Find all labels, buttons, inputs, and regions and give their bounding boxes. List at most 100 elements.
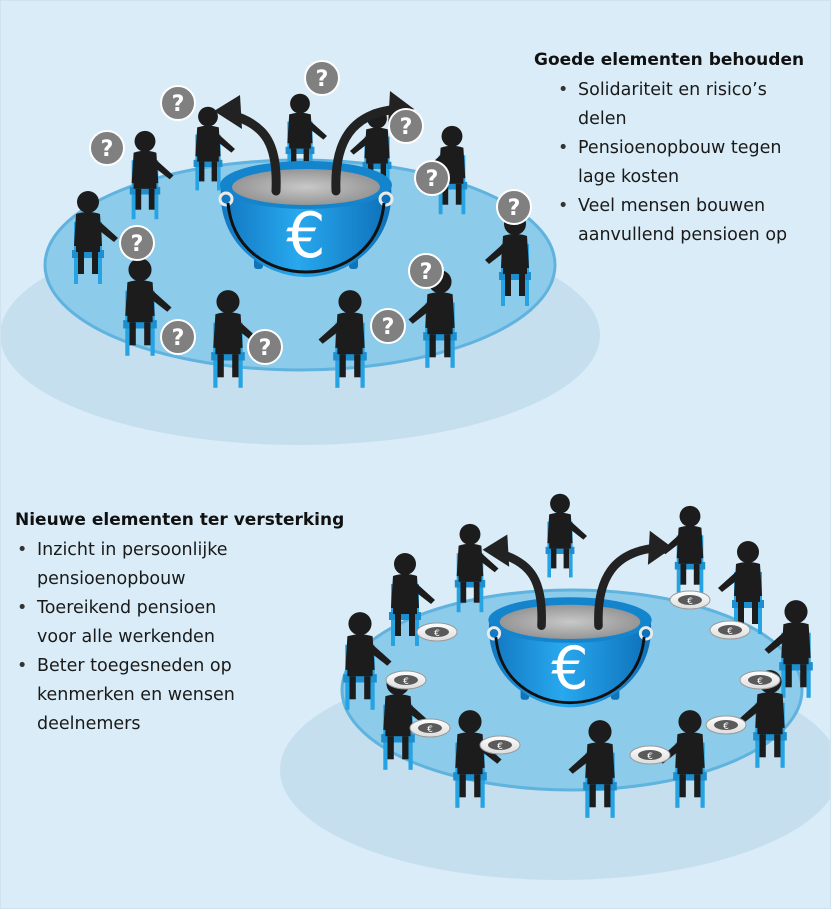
question-mark: ? [172,92,185,117]
money-pot: € [214,91,414,277]
plate-euro: € [723,722,729,732]
person-figure [661,505,704,585]
arrow-shaft [495,549,546,630]
list-item-line: Beter toegesneden op [37,656,232,676]
plate-euro: € [497,742,503,752]
question-bubble: ? [304,60,340,96]
question-bubble: ? [370,308,406,344]
arrow-shaft [331,104,403,196]
plate: € [669,590,711,610]
bottom-bullet-list: Inzicht in persoonlijke pensioenopbouw To… [15,536,315,739]
plate: € [629,745,671,765]
person-figure [547,493,587,569]
top-bullet-list: Solidariteit en risico’s delen Pensioenop… [556,76,824,250]
list-item-line: Solidariteit en risico’s [578,80,767,100]
plate-euro: € [403,677,409,687]
question-mark: ? [101,137,114,162]
person-figure [455,710,502,798]
top-heading: Goede elementen behouden [534,50,805,70]
plate: € [705,715,747,735]
plate-euro: € [427,725,433,735]
list-item-line: Pensioenopbouw tegen [578,138,782,158]
pot-inner [232,169,380,205]
question-bubble: ? [408,253,444,289]
handle-ring [378,191,394,207]
list-item-line: lage kosten [578,167,680,187]
list-item-line: voor alle werkenden [37,627,215,647]
question-bubble: ? [414,160,450,196]
list-item-line: pensioenopbouw [37,569,186,589]
bottom-scene: € € € € € € € € € € [280,493,831,880]
plate: € [479,735,521,755]
list-item: Inzicht in persoonlijke pensioenopbouw [15,536,315,594]
list-item: Solidariteit en risico’s delen [556,76,824,134]
money-pot: € [482,530,673,708]
question-bubble: ? [388,108,424,144]
top-scene: € ??????????? [0,60,600,445]
person-figure [125,258,172,346]
person-figure [764,600,811,688]
pot-body [488,620,652,708]
plates: € € € € € € € € € [385,590,781,765]
list-item-line: aanvullend pensioen op [578,225,788,245]
top-text-block: Goede elementen behouden Solidariteit en… [534,50,824,250]
plate-euro: € [434,629,440,639]
list-item-line: Toereikend pensioen [37,598,217,618]
euro-symbol: € [286,199,325,272]
people-group [72,93,531,388]
plate: € [709,620,751,640]
person-figure [345,612,392,700]
people-group [343,493,813,818]
euro-symbol: € [551,633,588,702]
list-item-line: deelnemers [37,714,141,734]
arrow-head [214,95,242,129]
list-item-line: Inzicht in persoonlijke [37,540,228,560]
pot: € [214,91,414,277]
handle-ring [638,626,654,641]
list-item: Pensioenopbouw tegen lage kosten [556,134,824,192]
person-figure [131,130,174,210]
list-item-line: Veel mensen bouwen [578,196,766,216]
handle-ring [218,191,234,207]
question-mark: ? [420,260,433,285]
question-bubble: ? [160,319,196,355]
plate: € [385,670,427,690]
person-figure [718,541,762,624]
question-bubble: ? [160,85,196,121]
question-mark: ? [426,167,439,192]
plate-euro: € [647,752,653,762]
question-mark: ? [316,67,329,92]
pot-body [220,185,392,277]
arrow-head [647,530,673,565]
plate-euro: € [757,677,763,687]
question-mark: ? [172,326,185,351]
list-item-line: kenmerken en wensen [37,685,235,705]
person-figure [318,290,365,378]
question-mark: ? [400,115,413,140]
person-figure [287,93,327,169]
question-bubble: ? [119,225,155,261]
person-figure [195,106,235,182]
pot-handle [226,202,386,274]
plate: € [409,718,451,738]
person-figure [568,720,615,808]
question-mark: ? [508,196,521,221]
list-item: Toereikend pensioen voor alle werkenden [15,594,315,652]
question-mark: ? [131,232,144,257]
pot-inner [499,604,641,639]
plate-euro: € [727,627,733,637]
list-item-line: delen [578,109,627,129]
handle-ring [486,626,502,641]
plate-euro: € [687,597,693,607]
bottom-heading: Nieuwe elementen ter versterking [15,510,345,530]
arrow-shaft [227,110,281,196]
person-figure [456,523,499,603]
question-bubble: ? [247,329,283,365]
list-item: Veel mensen bouwen aanvullend pensioen op [556,192,824,250]
arrow-head [482,534,510,567]
question-mark: ? [382,315,395,340]
question-bubbles: ??????????? [89,60,532,365]
pot-handle [494,636,646,705]
person-figure [391,553,435,636]
